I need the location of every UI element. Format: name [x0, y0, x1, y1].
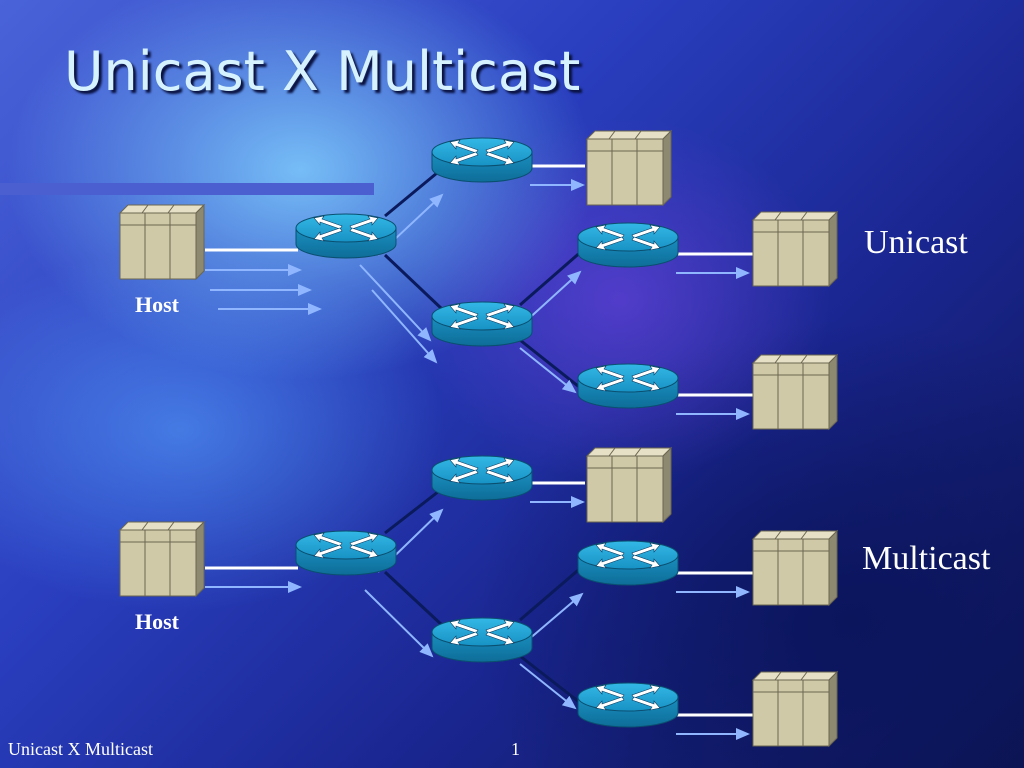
- multicast-router-4-icon: [577, 540, 679, 586]
- unicast-source-host-server-icon: [119, 204, 205, 280]
- multicast-router-3-icon: [431, 617, 533, 663]
- slide-number: 1: [511, 739, 520, 759]
- multicast-receiver-2-server-icon: [752, 530, 838, 606]
- multicast-streams: [205, 481, 754, 740]
- multicast-router-5-icon: [577, 682, 679, 728]
- unicast-router-3-icon: [431, 301, 533, 347]
- multicast-host-label: Host: [135, 609, 179, 634]
- unicast-links: [383, 166, 584, 392]
- unicast-router-2-icon: [431, 137, 533, 183]
- multicast-router-2-icon: [431, 455, 533, 501]
- unicast-receiver-3-server-icon: [752, 354, 838, 430]
- slide-title: Unicast X Multicast: [64, 40, 581, 103]
- unicast-section-label: Unicast: [864, 224, 968, 261]
- title-underline-bar: [0, 183, 374, 195]
- unicast-router-4-icon: [577, 222, 679, 268]
- multicast-receiver-3-server-icon: [752, 671, 838, 747]
- multicast-section-label: Multicast: [862, 540, 991, 577]
- multicast-source-host-server-icon: [119, 521, 205, 597]
- unicast-receiver-1-server-icon: [586, 130, 672, 206]
- unicast-router-1-icon: [295, 213, 397, 259]
- unicast-receiver-2-server-icon: [752, 211, 838, 287]
- multicast-links: [383, 486, 584, 707]
- unicast-host-label: Host: [135, 292, 179, 317]
- footer-title: Unicast X Multicast: [8, 739, 153, 759]
- unicast-router-5-icon: [577, 363, 679, 409]
- multicast-router-1-icon: [295, 530, 397, 576]
- multicast-receiver-1-server-icon: [586, 447, 672, 523]
